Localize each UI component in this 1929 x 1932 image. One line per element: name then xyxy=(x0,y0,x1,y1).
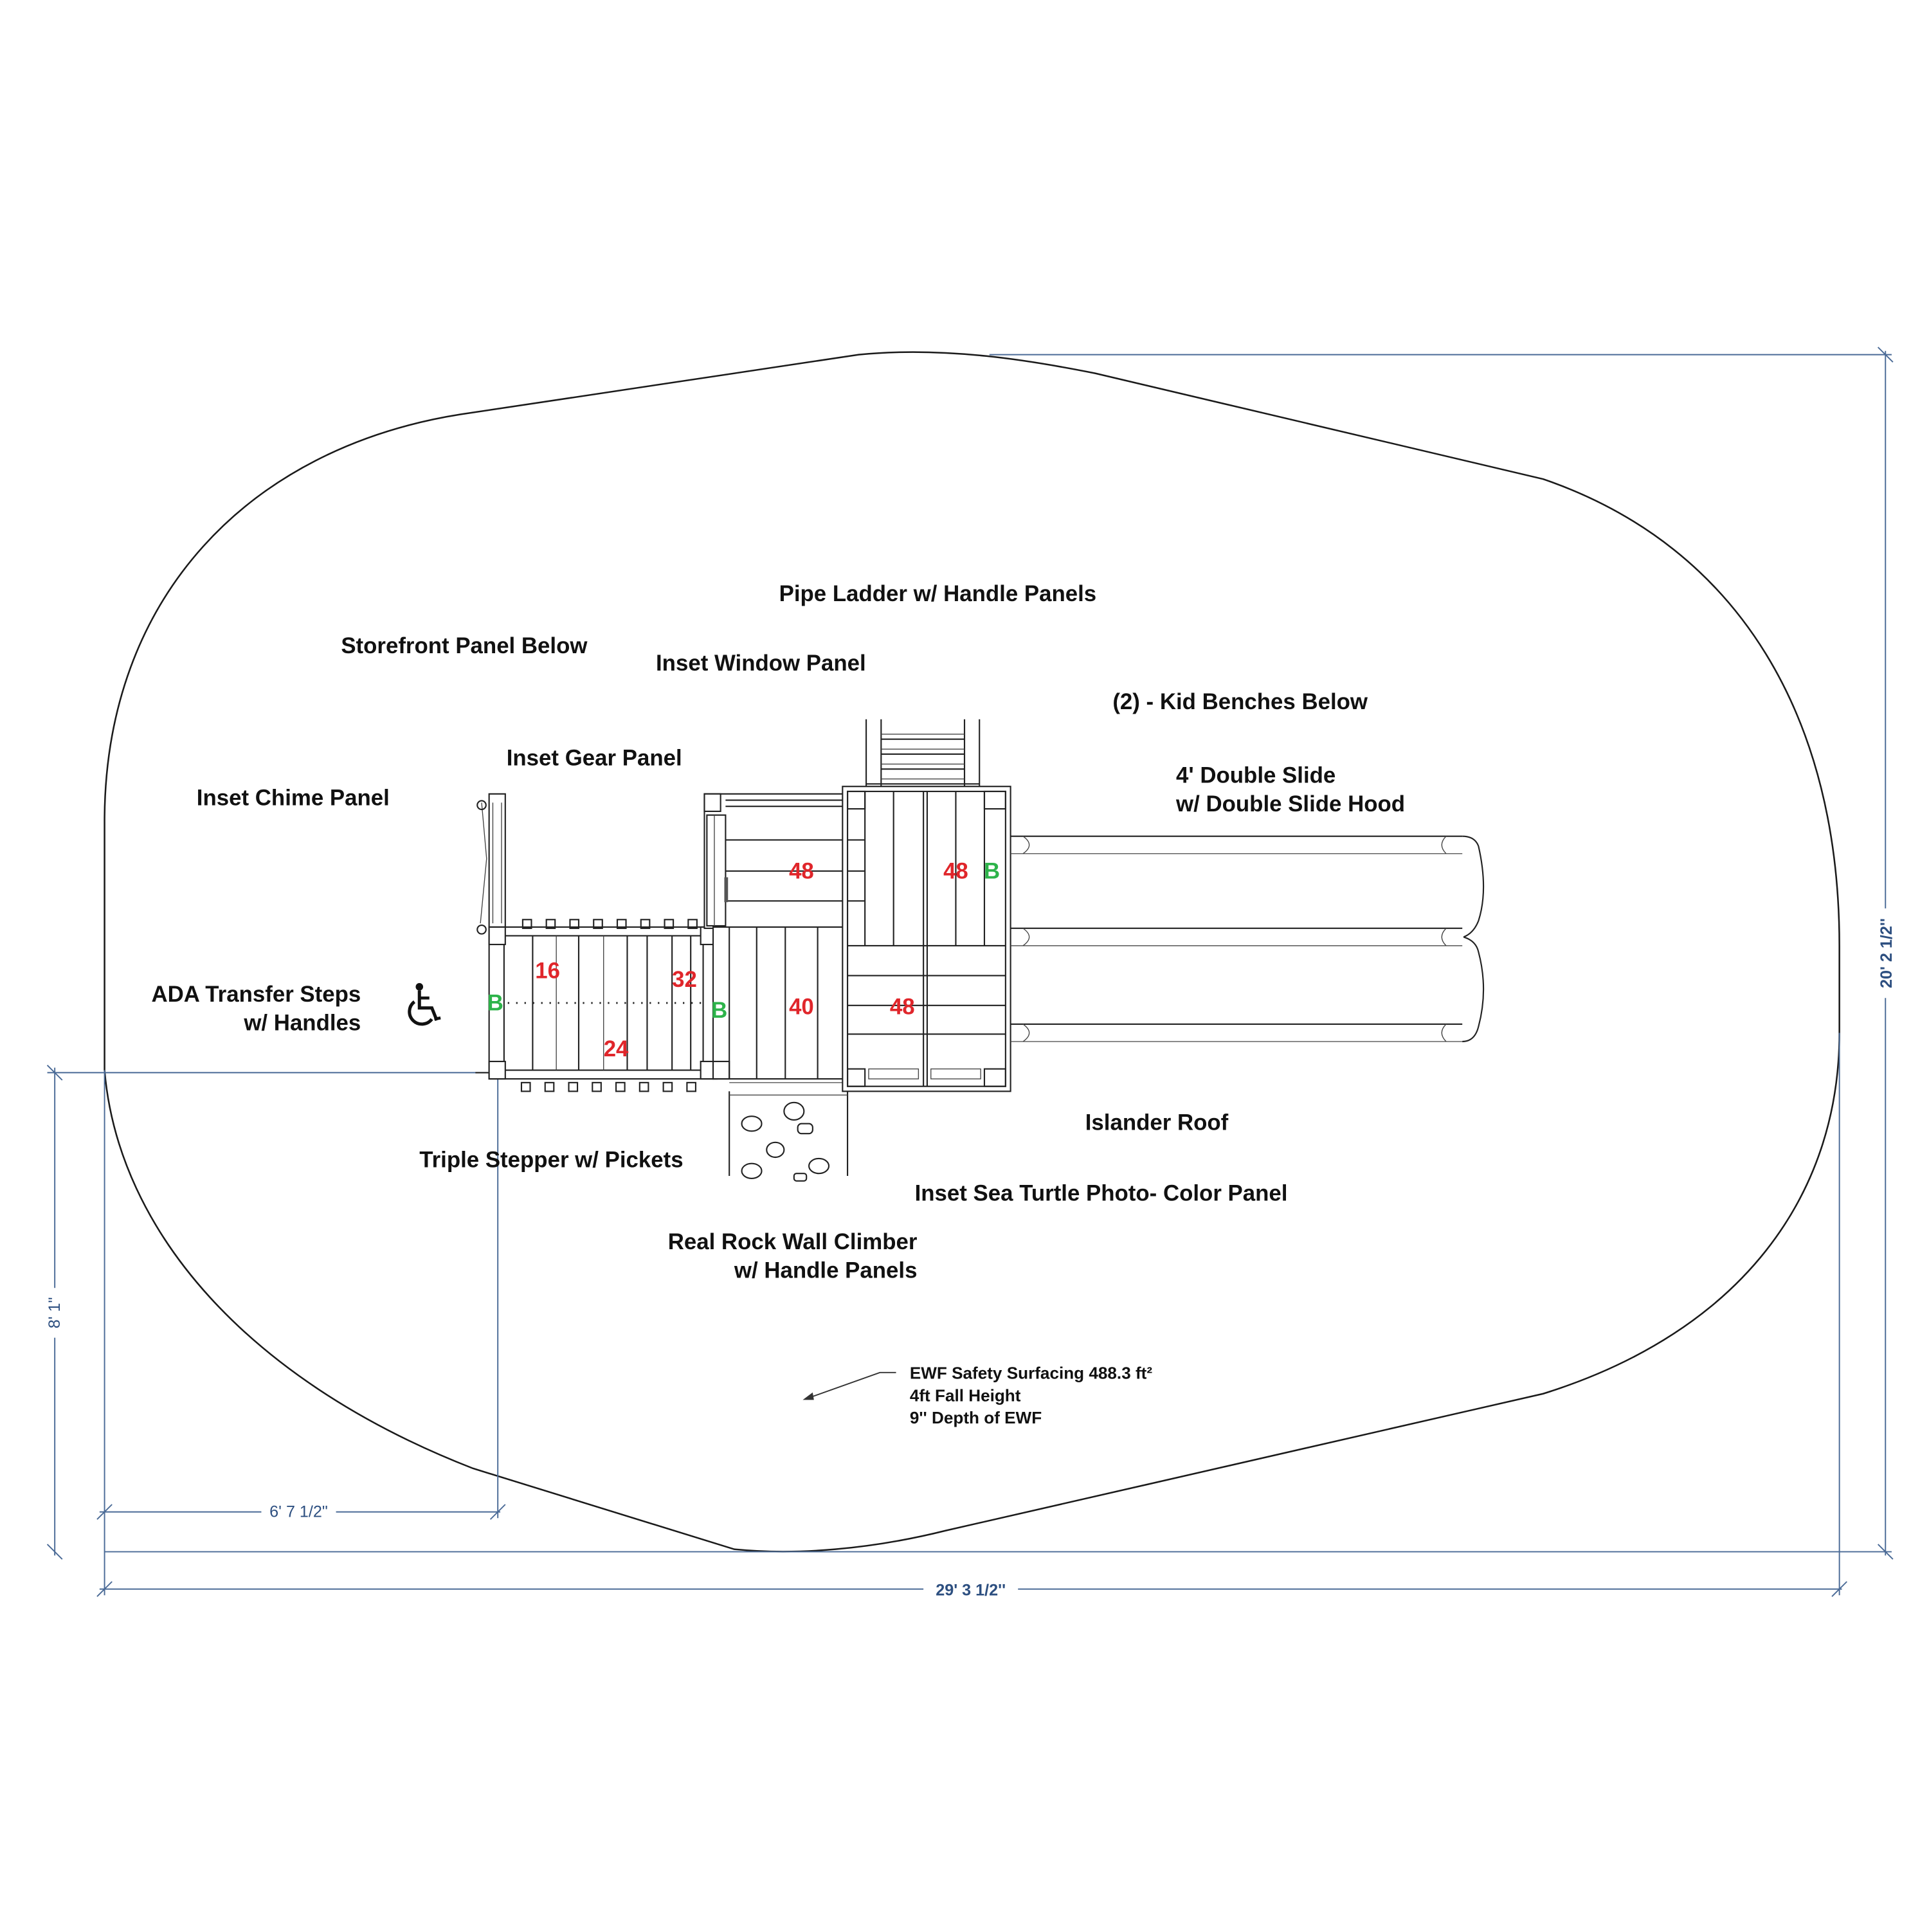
dimension-label-left-offset-width: 6' 7 1/2" xyxy=(269,1503,328,1521)
ada-transfer-steps xyxy=(475,919,718,1092)
dimension-label-overall-height: 20' 2 1/2'' xyxy=(1878,918,1896,988)
label-inset-chime-panel: Inset Chime Panel xyxy=(197,785,390,810)
rock-wall-climber xyxy=(729,1091,849,1182)
surfacing-note-depth: 9'' Depth of EWF xyxy=(910,1408,1042,1427)
label-rock-wall-line1: Real Rock Wall Climber xyxy=(668,1229,918,1254)
deck-height-32: 32 xyxy=(672,967,697,992)
wheelchair-icon xyxy=(408,983,441,1026)
label-double-slide-line2: w/ Double Slide Hood xyxy=(1175,791,1405,817)
label-rock-wall-line2: w/ Handle Panels xyxy=(734,1258,918,1283)
label-islander-roof: Islander Roof xyxy=(1085,1110,1229,1135)
deck-height-16: 16 xyxy=(535,958,560,983)
dimension-overall-height: 20' 2 1/2'' xyxy=(104,347,1897,1560)
deck-height-48-tower-lower: 48 xyxy=(890,994,915,1019)
deck-height-40: 40 xyxy=(789,994,814,1019)
pickets-top xyxy=(521,919,698,929)
pickets-bottom xyxy=(520,1081,696,1092)
label-double-slide-line1: 4' Double Slide xyxy=(1176,763,1336,788)
surfacing-note: EWF Safety Surfacing 488.3 ft² 4ft Fall … xyxy=(802,1364,1153,1427)
label-pipe-ladder: Pipe Ladder w/ Handle Panels xyxy=(779,581,1097,606)
surfacing-note-area: EWF Safety Surfacing 488.3 ft² xyxy=(910,1364,1153,1383)
main-tower xyxy=(842,786,1011,1092)
dimension-overall-width: 29' 3 1/2'' xyxy=(96,1033,1847,1601)
upper-left-deck xyxy=(703,793,847,929)
b-marker-tower: B xyxy=(984,858,1000,883)
label-inset-gear-panel: Inset Gear Panel xyxy=(507,745,682,770)
label-storefront-panel: Storefront Panel Below xyxy=(341,633,588,658)
dimension-left-offset-height: 8' 1" xyxy=(44,1065,488,1560)
label-kid-benches: (2) - Kid Benches Below xyxy=(1112,689,1368,714)
lower-deck xyxy=(712,926,847,1083)
label-ada-steps-line2: w/ Handles xyxy=(243,1011,361,1036)
b-marker-ada-left: B xyxy=(487,991,503,1016)
inset-chime-panel xyxy=(476,793,506,935)
pipe-ladder xyxy=(865,719,981,787)
label-sea-turtle-panel: Inset Sea Turtle Photo- Color Panel xyxy=(915,1181,1288,1206)
label-inset-window-panel: Inset Window Panel xyxy=(656,651,866,676)
deck-height-48-left: 48 xyxy=(789,858,814,883)
dimension-label-left-offset-height: 8' 1" xyxy=(46,1297,64,1329)
dimension-left-offset-width: 6' 7 1/2" xyxy=(96,1072,506,1524)
deck-height-24: 24 xyxy=(604,1036,629,1061)
surfacing-note-fall-height: 4ft Fall Height xyxy=(910,1386,1021,1405)
label-triple-stepper: Triple Stepper w/ Pickets xyxy=(419,1147,683,1172)
arrow-icon xyxy=(806,1371,896,1400)
label-ada-steps-line1: ADA Transfer Steps xyxy=(151,982,361,1007)
dimension-label-overall-width: 29' 3 1/2'' xyxy=(936,1581,1006,1599)
deck-height-48-tower-upper: 48 xyxy=(943,858,968,883)
safety-surfacing-boundary xyxy=(104,351,1840,1553)
double-slide xyxy=(1010,835,1485,1043)
b-marker-ada-right: B xyxy=(711,998,727,1023)
